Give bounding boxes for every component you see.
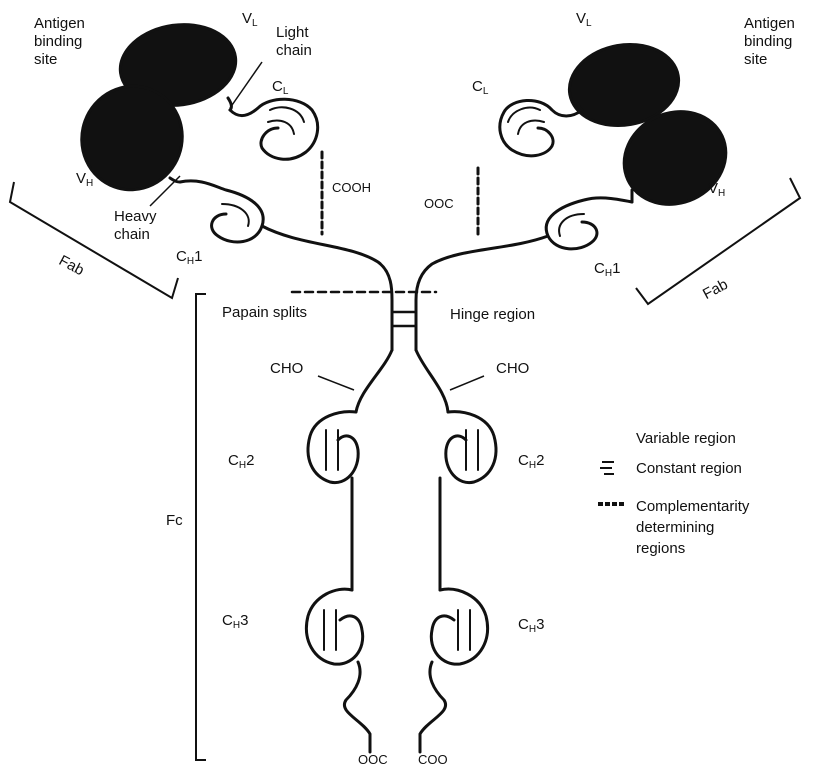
ch2-domain-right-inner [466, 430, 478, 470]
legend-cdr: Complementarity determining regions [636, 496, 749, 559]
ch1-domain-left [180, 181, 263, 242]
leader-cho-left [318, 376, 354, 390]
label-vh-left: VH [76, 170, 93, 190]
legend-constant-region: Constant region [636, 460, 742, 478]
c-terminal-right [420, 662, 446, 752]
c-terminal-left [344, 662, 370, 752]
label-ch3-right: CH3 [518, 616, 544, 636]
ch3-domain-left [306, 589, 362, 664]
label-vh-right: VH [708, 180, 725, 200]
ch2-domain-left-inner [326, 430, 338, 470]
label-ch1-right: CH1 [594, 260, 620, 280]
label-hinge-region: Hinge region [450, 306, 535, 324]
fc-bracket [196, 294, 206, 760]
cl-domain-right [500, 100, 582, 155]
legend-variable-region: Variable region [636, 430, 736, 448]
leader-cho-right [450, 376, 484, 390]
label-heavy-chain: Heavy chain [114, 208, 157, 244]
label-cl-left: CL [272, 78, 288, 98]
label-cl-right: CL [472, 78, 488, 98]
ch3-domain-right-inner [458, 610, 470, 650]
heavy-chain-left-lower [356, 350, 392, 412]
label-antigen-binding-site-right: Antigen binding site [744, 15, 795, 69]
heavy-chain-left-upper [262, 226, 392, 350]
label-ch2-right: CH2 [518, 452, 544, 472]
ch3-domain-left-inner [324, 610, 336, 650]
ch2-domain-left [308, 412, 358, 483]
legend-constant-glyph [600, 462, 614, 474]
label-antigen-binding-site-left: Antigen binding site [34, 15, 85, 69]
label-cooh-right: OOC [424, 196, 454, 212]
label-cooh-bottom-right: COO [418, 752, 448, 768]
label-ch1-left: CH1 [176, 248, 202, 268]
ch1-domain-right [546, 198, 632, 249]
heavy-chain-right-lower [416, 350, 448, 412]
label-cooh-left: COOH [332, 180, 371, 196]
cl-domain-right-inner [508, 108, 544, 134]
ch3-domain-right [431, 589, 487, 664]
ch1-domain-right-inner [559, 214, 584, 236]
ch2-domain-right [446, 412, 496, 483]
label-light-chain: Light chain [276, 24, 312, 60]
label-cho-right: CHO [496, 360, 529, 378]
label-fc: Fc [166, 512, 183, 530]
label-ch2-left: CH2 [228, 452, 254, 472]
label-vl-right: VL [576, 10, 592, 30]
label-ch3-left: CH3 [222, 612, 248, 632]
label-vl-left: VL [242, 10, 258, 30]
label-papain-splits: Papain splits [222, 304, 307, 322]
label-cooh-bottom-left: OOC [358, 752, 388, 768]
connector-vl-cl-left [228, 98, 231, 110]
label-cho-left: CHO [270, 360, 303, 378]
